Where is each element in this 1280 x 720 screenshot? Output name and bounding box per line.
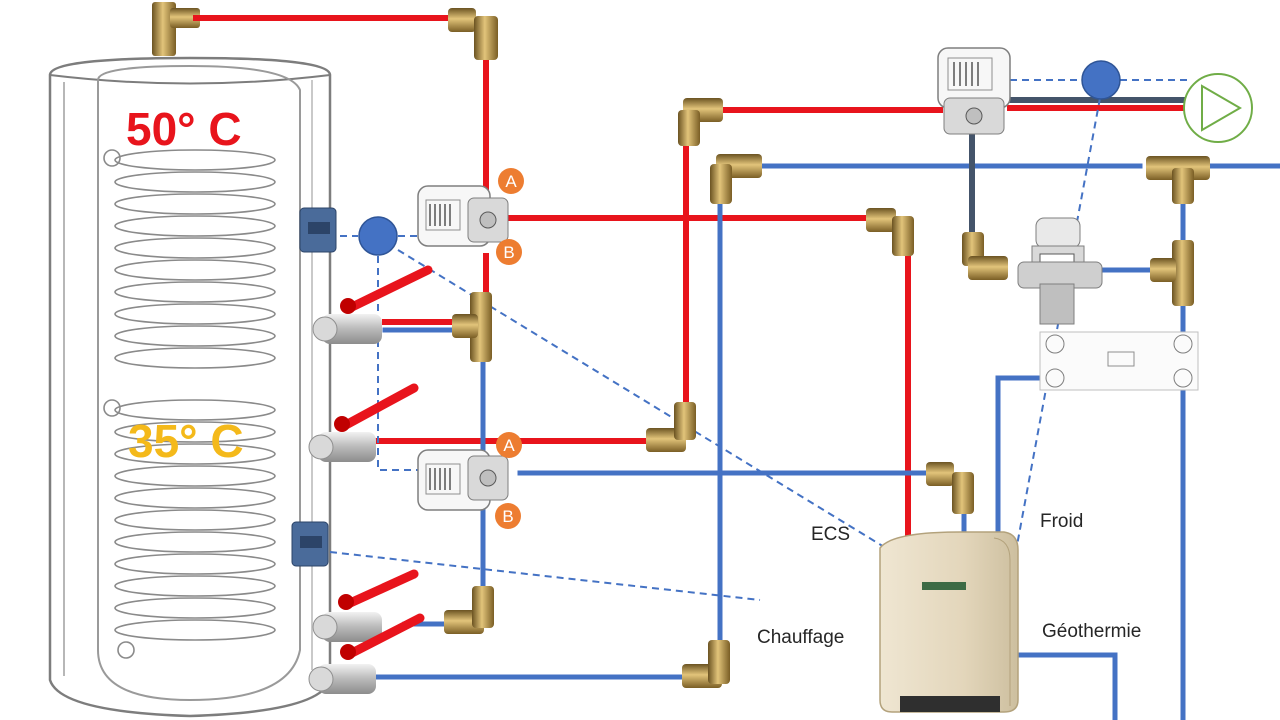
ball-valve-icon bbox=[312, 265, 433, 344]
chauffage-label: Chauffage bbox=[757, 627, 844, 648]
tee-fitting-icon bbox=[1146, 156, 1210, 204]
elbow-fitting-icon bbox=[678, 98, 723, 146]
tank-top-fitting-icon bbox=[152, 2, 200, 56]
elbow-fitting-icon bbox=[444, 586, 494, 634]
ecs-label: ECS bbox=[811, 524, 850, 545]
ball-valve-icon bbox=[308, 613, 425, 694]
ball-valves bbox=[308, 265, 433, 694]
port-a-badge bbox=[498, 168, 524, 194]
temperature-sensor-icon bbox=[358, 216, 398, 256]
tee-fitting-icon bbox=[1150, 240, 1194, 306]
three-way-valves bbox=[417, 47, 1011, 511]
port-b-label: B bbox=[502, 507, 513, 526]
port-a-label: A bbox=[503, 436, 515, 455]
temperature-sensor-icon bbox=[1081, 60, 1121, 100]
heat-pump-unit-icon bbox=[879, 531, 1019, 713]
temperature-top-label: 50° C bbox=[126, 103, 242, 155]
temperature-mid-label: 35° C bbox=[128, 415, 244, 467]
ball-valve-icon bbox=[312, 569, 419, 642]
sensor-box-icon bbox=[291, 521, 329, 567]
three-way-valve-icon bbox=[937, 47, 1011, 135]
port-b-badge bbox=[495, 503, 521, 529]
elbow-fitting-icon bbox=[448, 8, 498, 60]
port-a-label: A bbox=[505, 172, 517, 191]
tank-sensor-boxes bbox=[291, 207, 337, 567]
temperature-sensors bbox=[358, 60, 1121, 256]
elbow-fitting-icon bbox=[646, 402, 696, 452]
storage-tank-icon bbox=[48, 56, 332, 718]
valve-port-badges: A B A B bbox=[495, 168, 524, 529]
sensor-box-icon bbox=[299, 207, 337, 253]
port-b-label: B bbox=[503, 243, 514, 262]
three-way-valve-icon bbox=[417, 449, 509, 511]
tee-fitting-icon bbox=[452, 292, 492, 362]
port-a-badge bbox=[496, 432, 522, 458]
froid-label: Froid bbox=[1040, 511, 1083, 532]
ball-valve-icon bbox=[308, 383, 419, 462]
elbow-fitting-icon bbox=[682, 640, 730, 688]
manifold-plate-icon bbox=[1039, 331, 1199, 391]
elbow-fitting-icon bbox=[962, 232, 1008, 280]
elbow-fitting-icon bbox=[926, 462, 974, 514]
circulator-pump-icon bbox=[1183, 73, 1253, 143]
three-way-valve-icon bbox=[417, 185, 509, 247]
port-b-badge bbox=[496, 239, 522, 265]
elbow-fitting-icon bbox=[710, 154, 762, 204]
brass-fittings bbox=[444, 8, 1210, 688]
geothermie-label: Géothermie bbox=[1042, 621, 1141, 642]
thermostatic-mixing-valve-icon bbox=[1017, 217, 1103, 325]
elbow-fitting-icon bbox=[866, 208, 914, 256]
